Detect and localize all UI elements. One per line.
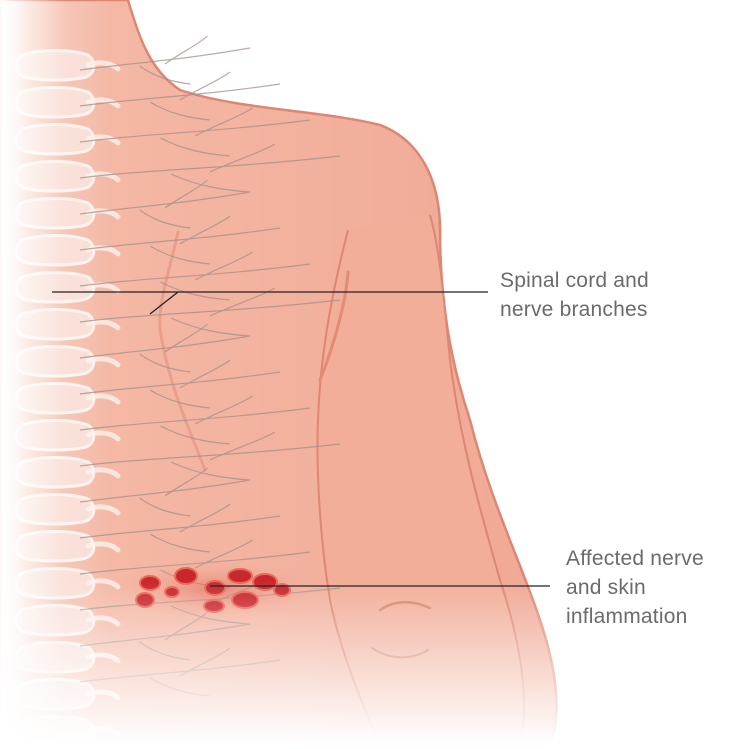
affected-nerve-label: Affected nerve and skin inflammation [566, 544, 704, 631]
spinal-label-line-1: Spinal cord and [500, 266, 649, 295]
affected-label-line-2: and skin [566, 573, 704, 602]
spinal-label-line-2: nerve branches [500, 295, 649, 324]
spinal-cord-label: Spinal cord and nerve branches [500, 266, 649, 324]
affected-label-line-3: inflammation [566, 602, 704, 631]
affected-label-line-1: Affected nerve [566, 544, 704, 573]
